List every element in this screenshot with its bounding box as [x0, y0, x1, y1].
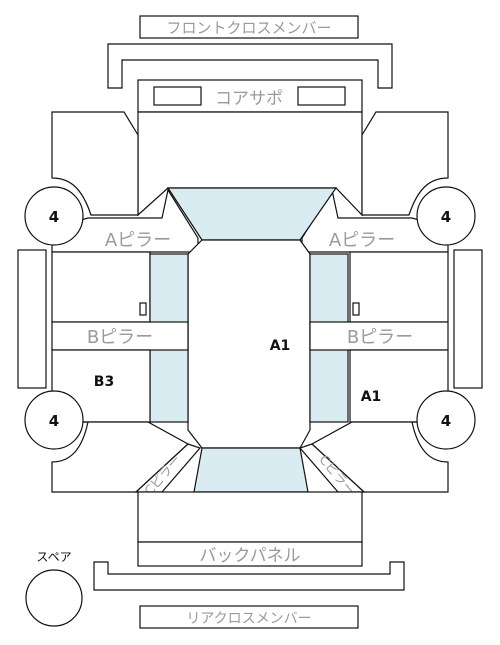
tire-front-right-score: 4 [441, 208, 451, 226]
b-pillar-left-panel[interactable] [51, 321, 189, 351]
tire-rear-right[interactable] [416, 390, 476, 450]
core-support-label: コアサポ [215, 89, 283, 109]
roof-grade: A1 [270, 338, 291, 354]
trunk-lid-panel[interactable] [137, 491, 363, 543]
tire-rear-left-score: 4 [49, 412, 59, 430]
spare-tire[interactable] [25, 569, 83, 627]
front-left-door-handle [139, 302, 147, 316]
a-pillar-right-label: Aピラー [329, 230, 395, 251]
front-right-door-handle [352, 302, 360, 316]
front-left-door[interactable] [51, 251, 151, 323]
right-side-step[interactable] [453, 249, 483, 389]
core-support-left-slot [153, 86, 202, 106]
front-cross-member-panel[interactable] [139, 15, 359, 39]
front-right-door[interactable] [349, 251, 449, 323]
rear-glass[interactable] [193, 447, 309, 493]
front-cross-member-label: フロントクロスメンバー [166, 19, 331, 37]
tire-rear-left[interactable] [24, 390, 84, 450]
front-right-fender[interactable] [361, 111, 449, 216]
b-pillar-left-label: Bピラー [87, 327, 153, 348]
tire-front-left[interactable] [24, 186, 84, 246]
core-support-right-slot [297, 86, 346, 106]
b-pillar-right-label: Bピラー [347, 327, 413, 348]
roof-panel[interactable] [187, 239, 311, 449]
rear-left-door-grade: B3 [94, 374, 114, 390]
spare-tire-label: スペア [36, 550, 71, 564]
left-side-step[interactable] [17, 249, 47, 389]
tire-rear-right-score: 4 [441, 412, 451, 430]
rear-bumper-bracket[interactable] [93, 561, 405, 591]
front-bumper-bracket[interactable] [107, 43, 393, 89]
back-panel[interactable] [137, 541, 363, 567]
tire-front-left-score: 4 [49, 208, 59, 226]
rear-cross-member-panel[interactable] [139, 605, 359, 629]
front-left-fender[interactable] [51, 111, 139, 216]
tire-front-right[interactable] [416, 186, 476, 246]
b-pillar-right-panel[interactable] [309, 321, 449, 351]
rear-cross-member-label: リアクロスメンバー [186, 611, 311, 627]
a-pillar-left-label: Aピラー [105, 230, 171, 251]
back-panel-label: バックパネル [199, 546, 300, 566]
rear-right-door-grade: A1 [361, 389, 382, 405]
